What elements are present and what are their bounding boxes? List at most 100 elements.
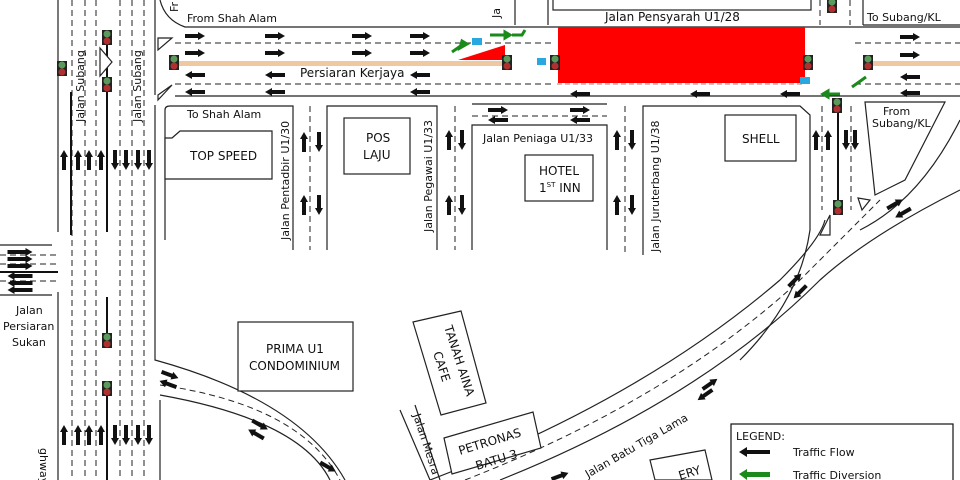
- traffic-flow-arrow: [701, 378, 718, 391]
- traffic-flow-arrow: [410, 71, 430, 79]
- traffic-flow-arrow: [7, 272, 33, 280]
- legend-traffic-flow: Traffic Flow: [792, 446, 855, 459]
- traffic-light-icon: [863, 55, 873, 70]
- traffic-flow-arrow: [300, 195, 308, 215]
- traffic-flow-arrow: [410, 88, 430, 96]
- traffic-flow-arrow: [690, 90, 710, 98]
- traffic-light-icon: [827, 0, 837, 13]
- label-hotel: HOTEL: [539, 164, 579, 178]
- traffic-flow-arrow: [74, 425, 82, 445]
- traffic-light-icon: [102, 333, 112, 348]
- label-partial-bottom: ERY: [677, 463, 703, 480]
- legend-traffic-diversion-icon: [739, 469, 770, 480]
- traffic-flow-arrow: [60, 150, 68, 170]
- traffic-flow-arrow: [458, 130, 466, 150]
- label-jalan-juruterbang: Jalan Juruterbang U1/38: [649, 121, 662, 254]
- traffic-flow-arrow: [265, 32, 285, 40]
- traffic-flow-arrow: [445, 130, 453, 150]
- traffic-flow-arrow: [7, 279, 33, 287]
- label-from-subang-kl-2: Subang/KL: [872, 117, 932, 130]
- label-pos: POS: [366, 131, 390, 145]
- label-to-subang-kl: To Subang/KL: [866, 11, 942, 24]
- traffic-flow-arrow: [122, 150, 130, 170]
- pos-laju-building: [343, 117, 411, 175]
- label-to-shah-alam: To Shah Alam: [186, 108, 261, 121]
- traffic-flow-arrow: [160, 370, 179, 380]
- traffic-flow-arrow: [7, 255, 33, 263]
- label-shell: SHELL: [742, 132, 780, 146]
- prima-building: [237, 321, 354, 392]
- traffic-flow-arrow: [134, 150, 142, 170]
- legend-traffic-diversion: Traffic Diversion: [792, 469, 881, 480]
- label-from-shah-alam: From Shah Alam: [187, 12, 277, 25]
- label-persiaran-kerjaya: Persiaran Kerjaya: [300, 66, 405, 80]
- traffic-light-icon: [57, 61, 67, 76]
- traffic-flow-arrow: [900, 73, 920, 81]
- traffic-flow-arrow: [185, 88, 205, 96]
- traffic-flow-arrow: [410, 32, 430, 40]
- traffic-flow-arrow: [488, 106, 508, 114]
- traffic-flow-arrow: [352, 32, 372, 40]
- traffic-flow-arrow: [895, 206, 912, 218]
- traffic-light-icon: [832, 98, 842, 113]
- label-hotel-inn: 1ST INN: [539, 181, 581, 195]
- tanah-aina-building: [412, 310, 487, 416]
- traffic-flow-arrow: [319, 460, 336, 472]
- label-jalan-persiaran-sukan-2: Persiaran: [3, 320, 54, 333]
- traffic-flow-arrow: [787, 273, 802, 288]
- traffic-flow-arrow: [134, 425, 142, 445]
- traffic-flow-arrow: [265, 71, 285, 79]
- traffic-flow-arrow: [185, 71, 205, 79]
- label-prima-2: CONDOMINIUM: [249, 359, 340, 373]
- traffic-flow-arrow: [60, 425, 68, 445]
- traffic-flow-arrow: [812, 130, 820, 150]
- traffic-light-icon: [102, 30, 112, 45]
- legend-traffic-flow-icon: [739, 447, 770, 457]
- traffic-flow-arrow: [570, 106, 590, 114]
- traffic-flow-arrow: [265, 49, 285, 57]
- label-jalan-subang-1: Jalan Subang: [74, 50, 87, 123]
- petronas-building: [443, 411, 542, 475]
- traffic-flow-arrow: [111, 150, 119, 170]
- label-jalan-peniaga: Jalan Peniaga U1/33: [482, 132, 593, 145]
- traffic-flow-arrow: [900, 89, 920, 97]
- traffic-flow-arrow: [185, 32, 205, 40]
- city-blocks: [154, 101, 946, 480]
- legend-title: LEGEND:: [736, 430, 785, 443]
- traffic-flow-arrow: [300, 132, 308, 152]
- label-top-speed: TOP SPEED: [189, 149, 257, 163]
- label-jalan-pegawai: Jalan Pegawai U1/33: [422, 120, 435, 233]
- label-jalan-subang-2: Jalan Subang: [131, 50, 144, 123]
- traffic-flow-arrow: [265, 88, 285, 96]
- top-speed-building: [164, 130, 273, 180]
- traffic-flow-arrow: [697, 388, 714, 401]
- hotel-building: [524, 154, 594, 202]
- traffic-flow-arrow: [159, 379, 178, 389]
- traffic-flow-arrow: [74, 150, 82, 170]
- traffic-flow-arrow: [900, 51, 920, 59]
- label-jalan-persiaran-sukan-1: Jalan: [15, 304, 43, 317]
- traffic-flow-arrow: [900, 33, 920, 41]
- traffic-flow-arrow: [628, 195, 636, 215]
- label-jalan-persiaran-sukan-3: Sukan: [12, 336, 46, 349]
- traffic-light-icon: [502, 55, 512, 70]
- traffic-light-icon: [102, 77, 112, 92]
- traffic-flow-arrow: [851, 130, 859, 150]
- traffic-light-icon: [833, 200, 843, 215]
- bottom-building: [649, 449, 713, 480]
- traffic-flow-arrow: [886, 199, 903, 211]
- traffic-flow-arrow: [613, 130, 621, 150]
- traffic-flow-arrow: [458, 195, 466, 215]
- label-highway: ghway: [37, 448, 50, 480]
- traffic-flow-arrow: [315, 195, 323, 215]
- label-laju: LAJU: [363, 148, 391, 162]
- traffic-flow-arrow: [488, 116, 508, 124]
- traffic-signals: [57, 0, 873, 396]
- traffic-flow-arrow: [7, 262, 33, 270]
- label-jalan-pentadbir: Jalan Pentadbir U1/30: [279, 121, 292, 241]
- label-from-subang-kl-1: From: [883, 105, 910, 118]
- road-closure-block: [558, 27, 805, 83]
- traffic-flow-arrow: [842, 130, 850, 150]
- top-side-roads: [514, 0, 960, 26]
